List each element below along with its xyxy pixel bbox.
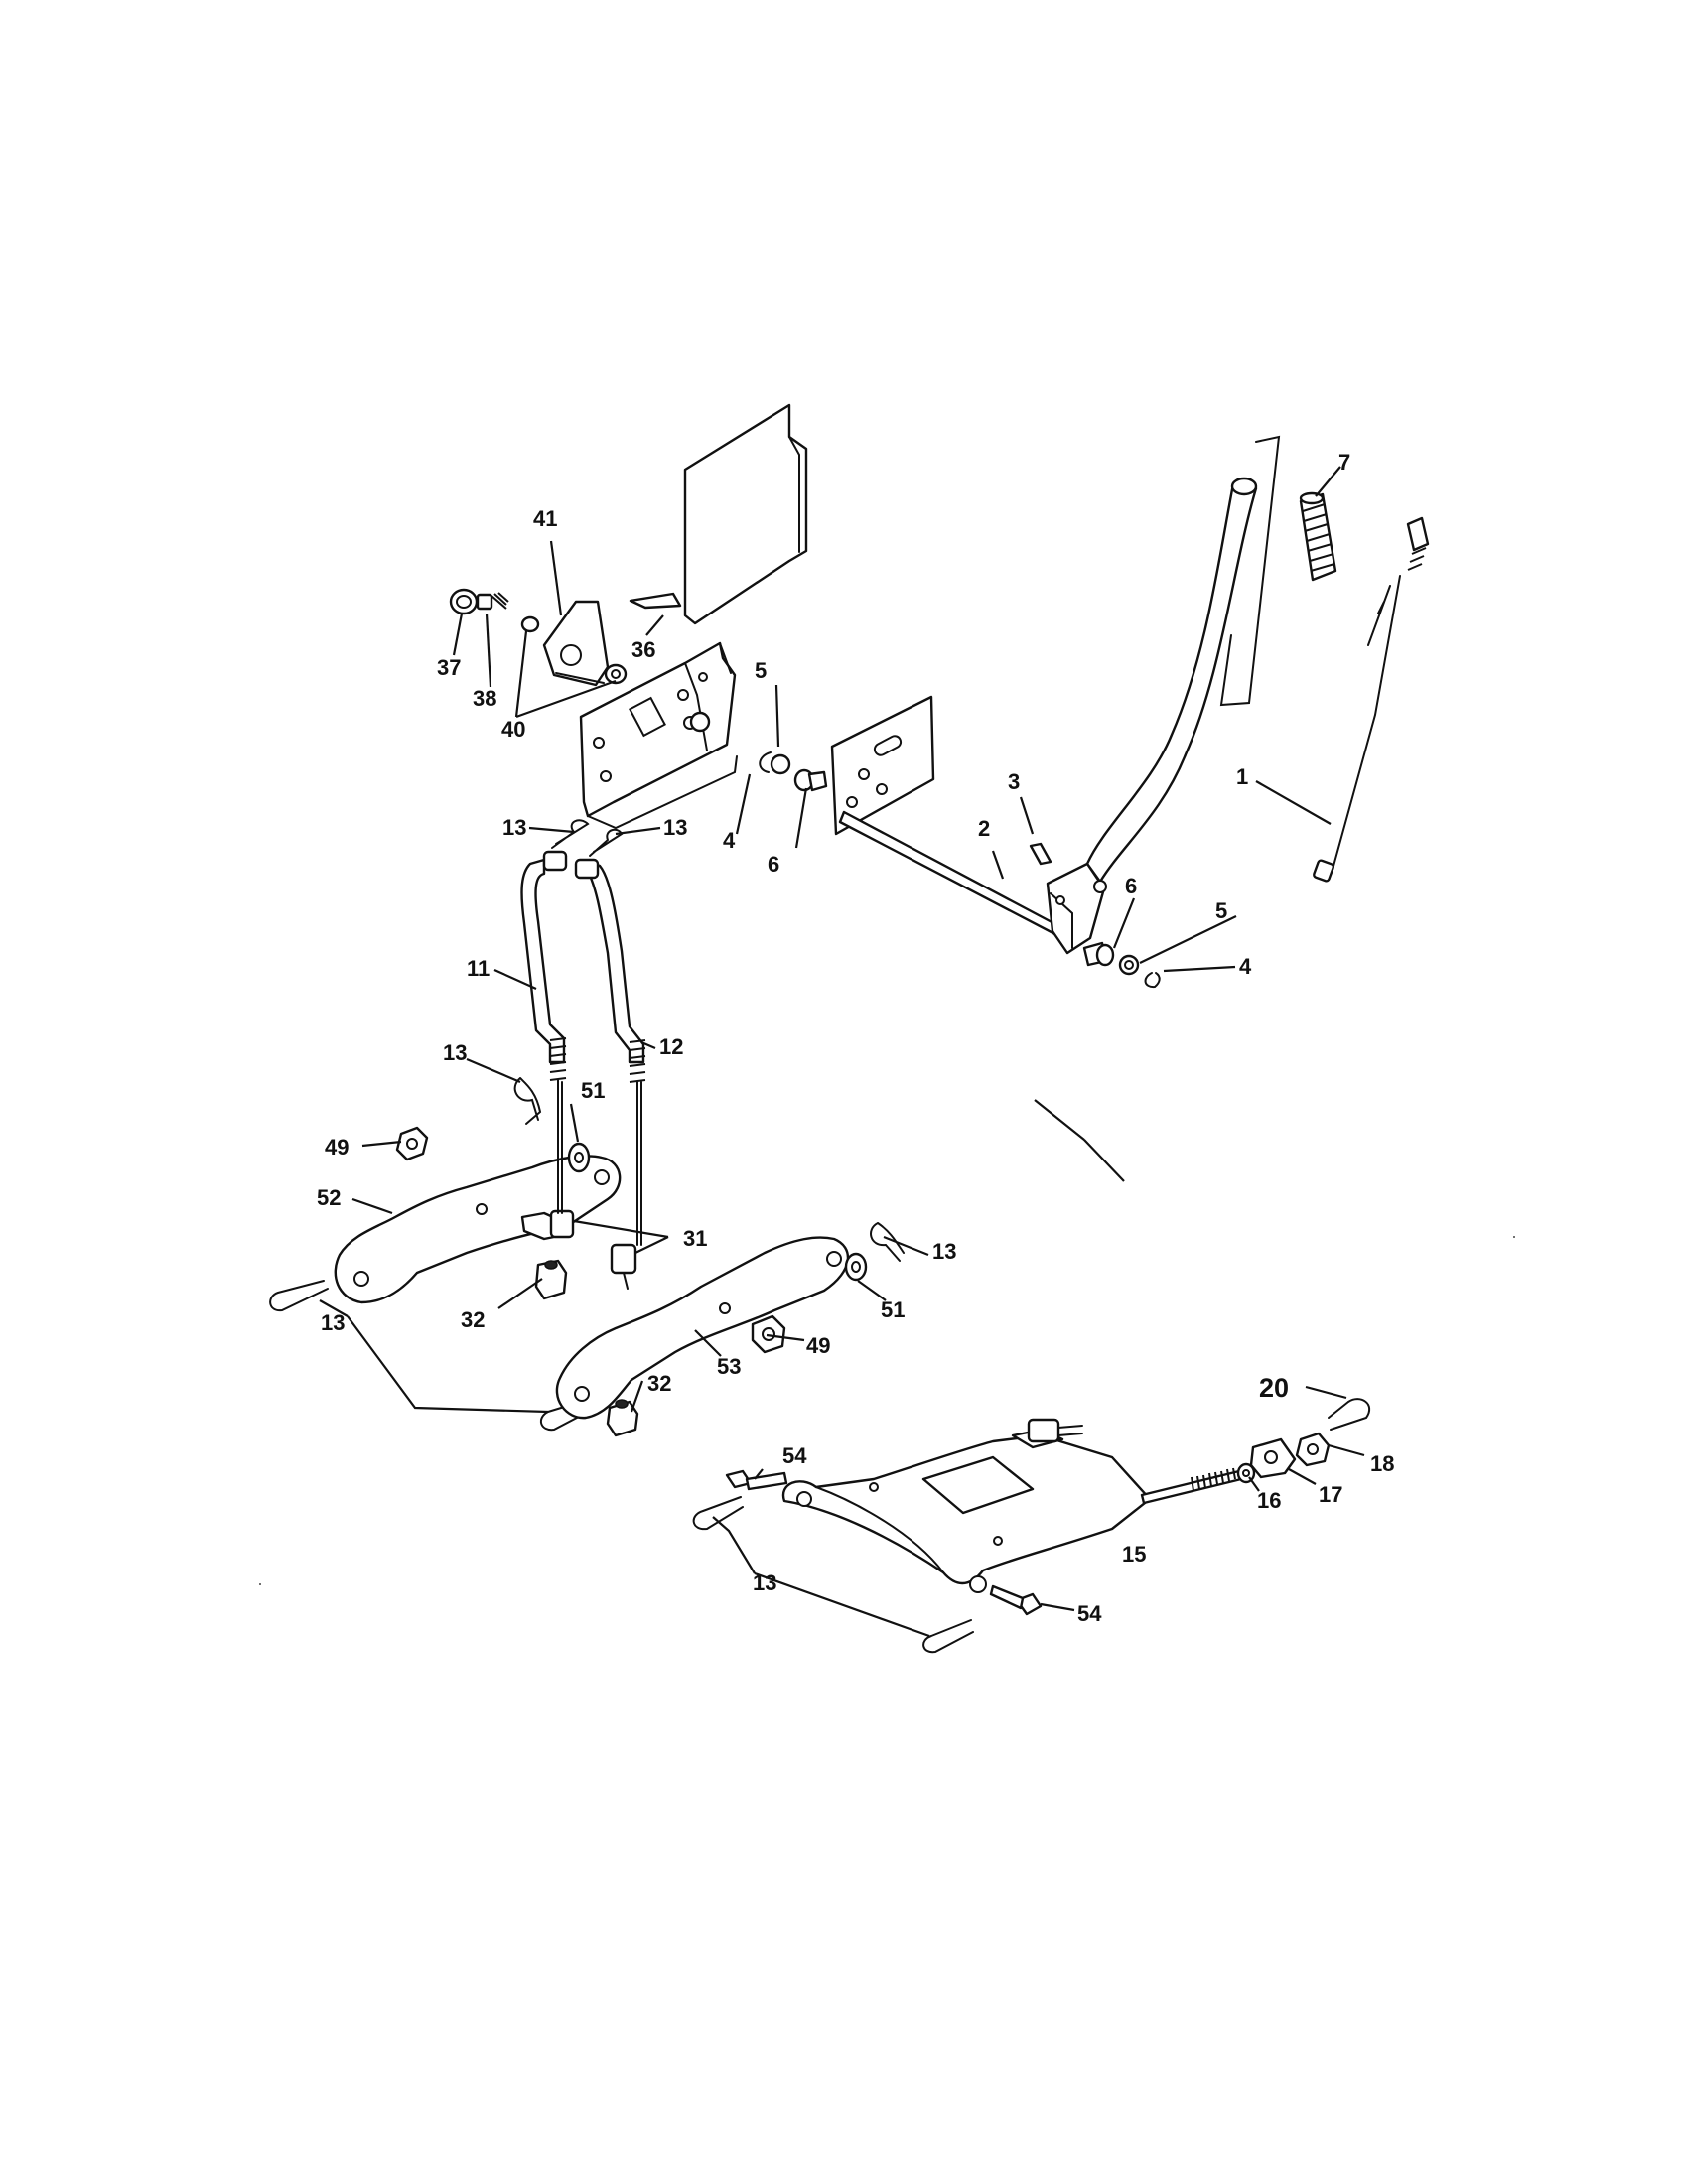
top-link-pins — [542, 850, 600, 880]
callout-13-top-right: 13 — [663, 815, 687, 840]
part-13-hairpin-clip-mid-right — [870, 1222, 905, 1262]
callout-38: 38 — [473, 686, 496, 711]
callout-41: 41 — [533, 506, 557, 531]
callout-20: 20 — [1259, 1373, 1289, 1403]
lift-handle-tube — [1046, 477, 1258, 955]
part-7-handle-grip — [1299, 491, 1337, 582]
part-53-lift-arm — [555, 1236, 849, 1420]
part-3-roll-pin — [1029, 842, 1052, 866]
speck — [259, 1583, 261, 1585]
part-13-hairpin-clip-bottom-left-a — [269, 1280, 329, 1312]
callout-11: 11 — [467, 956, 490, 981]
callout-1: 1 — [1236, 764, 1248, 789]
part-31-trunnion-lower — [610, 1243, 637, 1290]
part-20-hairpin-clip — [1328, 1398, 1371, 1431]
callout-5-left: 5 — [755, 658, 767, 683]
callout-15: 15 — [1122, 1542, 1146, 1567]
pivot-plate — [830, 695, 935, 836]
part-36-decal-plate — [629, 403, 808, 625]
part-2-cross-shaft — [838, 810, 1074, 943]
part-15-front-hanger — [781, 1418, 1152, 1593]
callout-31: 31 — [683, 1226, 707, 1251]
callout-7: 7 — [1338, 450, 1350, 475]
callout-3: 3 — [1008, 769, 1020, 794]
callout-2: 2 — [978, 816, 990, 841]
callout-54-lower: 54 — [1077, 1601, 1102, 1626]
callout-13-mid-right: 13 — [932, 1239, 956, 1264]
part-41-lift-handle-gauge — [542, 600, 610, 687]
part-54-shoulder-bolt-upper — [725, 1469, 788, 1491]
link-vertical-guides — [557, 1079, 642, 1246]
left-hardware — [759, 751, 828, 792]
callout-32-upper: 32 — [461, 1307, 485, 1332]
callout-4-right: 4 — [1239, 954, 1252, 979]
part-51-washer-lower — [844, 1252, 868, 1282]
callout-4-left: 4 — [723, 828, 736, 853]
callout-18: 18 — [1370, 1451, 1394, 1476]
part-11-lift-link — [520, 858, 567, 1081]
part-31-trunnion-upper — [520, 1209, 575, 1241]
callout-13-top-left: 13 — [502, 815, 526, 840]
part-13-hairpin-clip-mid-left — [513, 1077, 542, 1125]
callout-13-bottom-mid: 13 — [753, 1570, 776, 1595]
callout-13-mid-left: 13 — [443, 1040, 467, 1065]
part-32-nut-upper — [534, 1259, 568, 1300]
part-51-washer-upper — [567, 1142, 591, 1173]
part-12-lift-link — [584, 862, 646, 1083]
callout-54-upper: 54 — [782, 1443, 807, 1468]
callout-16: 16 — [1257, 1488, 1281, 1513]
callout-32-lower: 32 — [647, 1371, 671, 1396]
speck — [1513, 1236, 1515, 1238]
part-38-bolt — [476, 592, 509, 611]
callout-51-lower: 51 — [881, 1297, 905, 1322]
part-52-lift-arm — [334, 1155, 622, 1304]
callout-53: 53 — [717, 1354, 741, 1379]
part-49-nut-lower — [751, 1314, 786, 1354]
callout-49-lower: 49 — [806, 1333, 830, 1358]
part-32-nut-lower — [606, 1399, 639, 1437]
lift-bracket — [579, 641, 738, 830]
callout-49-upper: 49 — [325, 1135, 349, 1160]
right-hardware — [1082, 941, 1161, 989]
callout-36: 36 — [632, 637, 655, 662]
callout-17: 17 — [1319, 1482, 1342, 1507]
callouts: 1 2 3 4 4 5 5 6 6 7 11 12 13 13 13 13 13… — [317, 450, 1394, 1626]
part-15-threaded-rod — [1140, 1467, 1243, 1505]
part-13-hairpin-clip-top-left — [551, 819, 590, 849]
part-13-hairpin-clip-bottom-mid-b — [922, 1619, 974, 1654]
callout-12: 12 — [659, 1034, 683, 1059]
part-1-lift-rod — [1313, 516, 1430, 883]
part-40-washers — [520, 615, 628, 685]
decal-strip — [1219, 435, 1281, 707]
callout-51-upper: 51 — [581, 1078, 605, 1103]
callout-13-bottom-left: 13 — [321, 1310, 345, 1335]
callout-6-left: 6 — [768, 852, 779, 877]
part-37-pin-with-ring — [449, 588, 479, 615]
callout-6-right: 6 — [1125, 874, 1137, 898]
callout-5-right: 5 — [1215, 898, 1227, 923]
callout-40: 40 — [501, 717, 525, 742]
part-49-nut-upper — [395, 1126, 429, 1161]
part-18-nut — [1295, 1432, 1331, 1467]
part-54-shoulder-bolt-lower — [989, 1584, 1043, 1616]
part-13-hairpin-clip-bottom-mid-a — [692, 1496, 744, 1531]
part-17-trunnion — [1249, 1437, 1297, 1479]
leader-lines — [319, 466, 1365, 1638]
callout-52: 52 — [317, 1185, 341, 1210]
callout-37: 37 — [437, 655, 461, 680]
